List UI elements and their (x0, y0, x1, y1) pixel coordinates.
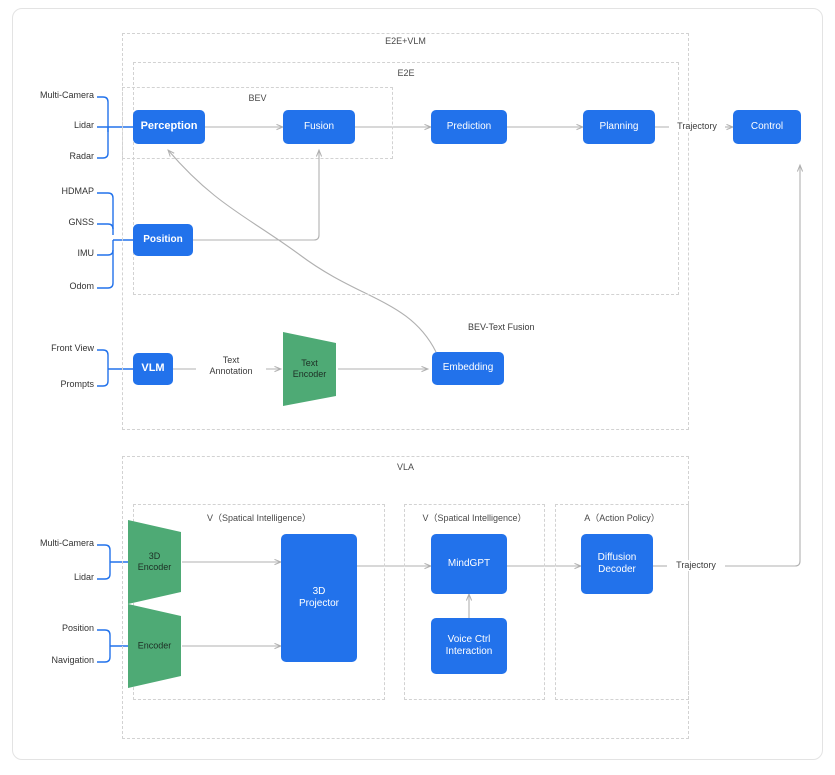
node-encoder-label: Encoder (137, 640, 172, 651)
node-control[interactable]: Control (733, 110, 801, 144)
node-diffusion-decoder[interactable]: Diffusion Decoder (581, 534, 653, 594)
input-label-lidar: Lidar (73, 120, 94, 130)
node-encoder[interactable]: Encoder (126, 602, 183, 690)
node-3d-encoder-line2: Encoder (137, 562, 172, 572)
node-text-encoder-line1: Text (301, 357, 318, 368)
node-3d-encoder-line1: 3D (148, 550, 161, 561)
container-e2e (133, 62, 679, 295)
edge-label-trajectory-vla: Trajectory (667, 560, 725, 572)
edge-label-text-annotation-line2: Annotation (209, 366, 253, 377)
node-planning[interactable]: Planning (583, 110, 655, 144)
container-e2e-label: E2E (397, 68, 415, 78)
node-voice-ctrl-line2: Interaction (445, 646, 493, 657)
text-encoder-shape (283, 332, 336, 406)
container-vla-label: VLA (396, 462, 414, 472)
edge-label-text-annotation: Text Annotation (196, 355, 266, 378)
node-3d-projector-line1: 3D (312, 585, 326, 597)
container-vla-v2-label: V（Spatical Intelligence） (422, 513, 527, 523)
node-3d-projector[interactable]: 3D Projector (281, 534, 357, 662)
container-e2e-vlm (122, 33, 689, 430)
node-voice-ctrl-interaction[interactable]: Voice Ctrl Interaction (431, 618, 507, 674)
node-diffusion-decoder-line2: Decoder (598, 564, 636, 575)
node-mindgpt[interactable]: MindGPT (431, 534, 507, 594)
input-label-odom: Odom (69, 281, 94, 291)
edge-label-text-annotation-line1: Text (222, 355, 240, 365)
node-fusion[interactable]: Fusion (283, 110, 355, 144)
node-text-encoder-label: Text Encoder (281, 358, 338, 381)
node-3d-encoder-label: 3D Encoder (126, 551, 183, 574)
input-label-multi-camera: Multi-Camera (39, 90, 94, 100)
input-label-vla-position: Position (61, 623, 94, 633)
node-text-encoder[interactable]: Text Encoder (281, 330, 338, 408)
input-label-imu: IMU (77, 248, 95, 258)
container-vla-a (555, 504, 689, 700)
container-vla-a-label: A（Action Policy） (584, 513, 660, 523)
node-text-encoder-line2: Encoder (292, 369, 327, 379)
input-label-front-view: Front View (51, 343, 94, 353)
node-diffusion-decoder-line1: Diffusion (597, 551, 637, 563)
node-voice-ctrl-line1: Voice Ctrl (447, 633, 491, 645)
input-label-hdmap: HDMAP (61, 186, 94, 196)
input-label-vla-multi-camera: Multi-Camera (39, 538, 94, 548)
node-3d-projector-line2: Projector (298, 598, 339, 609)
input-label-radar: Radar (69, 151, 94, 161)
encoder-shape (128, 604, 181, 688)
node-position[interactable]: Position (133, 224, 193, 256)
container-e2e-vlm-label: E2E+VLM (385, 36, 426, 46)
edge-label-bev-text-fusion: BEV-Text Fusion (466, 322, 566, 334)
input-label-gnss: GNSS (68, 217, 94, 227)
container-vla-v1-label: V（Spatical Intelligence） (206, 513, 312, 523)
node-3d-encoder[interactable]: 3D Encoder (126, 518, 183, 606)
edge-label-trajectory-top: Trajectory (669, 121, 725, 133)
input-label-prompts: Prompts (60, 379, 94, 389)
node-vlm[interactable]: VLM (133, 353, 173, 385)
container-vla-v2 (404, 504, 545, 700)
input-label-vla-lidar: Lidar (73, 572, 94, 582)
container-bev-label: BEV (248, 93, 267, 103)
container-bev (122, 87, 393, 159)
node-perception[interactable]: Perception (133, 110, 205, 144)
input-label-vla-navigation: Navigation (51, 655, 94, 665)
encoder-3d-shape (128, 520, 181, 604)
node-prediction[interactable]: Prediction (431, 110, 507, 144)
node-embedding[interactable]: Embedding (432, 352, 504, 385)
